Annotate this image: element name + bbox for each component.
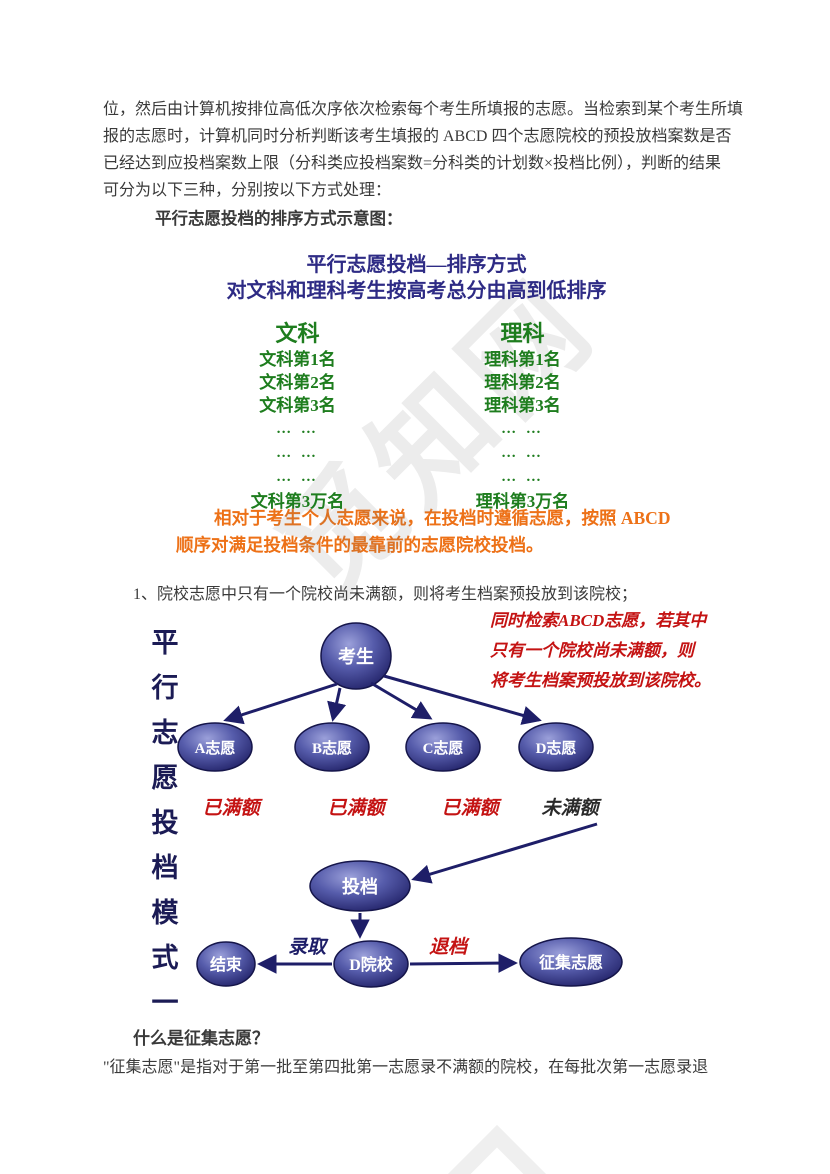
like-rank-1: 理科第1名 xyxy=(484,350,561,369)
intro-line-1: 位，然后由计算机按排位高低次序依次检索每个考生所填报的志愿。当检索到某个考生所填 xyxy=(103,101,744,118)
red-annotation-line-2: 只有一个院校尚未满额，则 xyxy=(490,641,694,660)
node-a-label: A志愿 xyxy=(195,739,236,757)
label-full-b: 已满额 xyxy=(327,797,388,819)
vertical-char-1: 平 xyxy=(151,628,179,658)
wenke-rank-last: 文科第3万名 xyxy=(250,492,345,511)
node-d-zhiyuan: D志愿 xyxy=(518,722,594,772)
node-a-zhiyuan: A志愿 xyxy=(177,722,253,772)
node-d-label: D志愿 xyxy=(536,739,577,757)
item-1-text: 1、院校志愿中只有一个院校尚未满额，则将考生档案预投放到该院校； xyxy=(133,586,638,603)
vertical-char-3: 志 xyxy=(151,718,179,748)
label-full-c: 已满额 xyxy=(441,797,502,819)
column-like: 理科 理科第1名 理科第2名 理科第3名 … … … … … … 理科第3万名 xyxy=(405,320,640,513)
like-rank-3: 理科第3名 xyxy=(484,396,561,415)
wenke-rank-1: 文科第1名 xyxy=(259,350,336,369)
label-luqu: 录取 xyxy=(288,937,329,958)
node-zhengji-zhiyuan: 征集志愿 xyxy=(519,937,623,987)
node-jieshu: 结束 xyxy=(196,941,256,987)
node-c-zhiyuan: C志愿 xyxy=(405,722,481,772)
red-annotation-line-1: 同时检索ABCD志愿，若其中 xyxy=(490,611,707,630)
node-kaosheng: 考生 xyxy=(320,622,392,690)
edge-dyuanxiao-zhengji xyxy=(409,953,518,973)
sort-diagram-note: 相对于考生个人志愿来说，在投档时遵循志愿，按照 ABCD 顺序对满足投档条件的最… xyxy=(176,505,670,559)
like-header: 理科 xyxy=(500,321,545,346)
like-ellipsis-1: … … xyxy=(501,421,544,437)
sort-diagram-title-2: 对文科和理科考生按高考总分由高到低排序 xyxy=(226,280,607,302)
wenke-ellipsis-3: … … xyxy=(276,469,319,485)
column-wenke: 文科 文科第1名 文科第2名 文科第3名 … … … … … … 文科第3万名 xyxy=(180,320,415,513)
node-toudang-label: 投档 xyxy=(342,876,378,897)
red-annotation-line-3: 将考生档案预投放到该院校。 xyxy=(490,671,711,690)
sort-diagram-caption: 平行志愿投档的排序方式示意图： xyxy=(155,209,403,228)
node-zhengji-label: 征集志愿 xyxy=(539,953,603,972)
red-annotation: 同时检索ABCD志愿，若其中 只有一个院校尚未满额，则 将考生档案预投放到该院校… xyxy=(490,606,711,696)
like-ellipsis-2: … … xyxy=(501,445,544,461)
sort-note-line-1: 相对于考生个人志愿来说，在投档时遵循志愿，按照 ABCD xyxy=(214,508,671,528)
like-rank-last: 理科第3万名 xyxy=(475,492,570,511)
vertical-char-9: 一 xyxy=(151,988,179,1018)
vertical-char-5: 投 xyxy=(151,808,179,838)
node-d-yuanxiao-label: D院校 xyxy=(349,955,394,974)
node-b-label: B志愿 xyxy=(312,739,352,757)
edge-kaosheng-c xyxy=(370,681,433,720)
edge-kaosheng-b xyxy=(327,687,347,722)
edge-kaosheng-a xyxy=(223,682,338,725)
wenke-ellipsis-2: … … xyxy=(276,445,319,461)
vertical-char-8: 式 xyxy=(151,943,179,973)
wenke-rank-2: 文科第2名 xyxy=(259,373,336,392)
edge-kaosheng-d xyxy=(383,674,542,725)
flow-edges xyxy=(223,674,598,974)
wenke-ellipsis-1: … … xyxy=(276,421,319,437)
node-c-label: C志愿 xyxy=(423,739,464,757)
node-d-yuanxiao: D院校 xyxy=(333,940,409,988)
node-jieshu-label: 结束 xyxy=(209,955,243,974)
footer-heading: 什么是征集志愿？ xyxy=(133,1029,269,1048)
vertical-char-6: 档 xyxy=(151,853,179,883)
sort-note-line-2: 顺序对满足投档条件的最靠前的志愿院校投档。 xyxy=(176,535,544,555)
node-toudang: 投档 xyxy=(309,860,411,912)
wenke-header: 文科 xyxy=(275,321,320,346)
sort-diagram-title-1: 平行志愿投档—排序方式 xyxy=(306,254,527,276)
intro-line-4: 可分为以下三种，分别按以下方式处理： xyxy=(103,182,392,199)
intro-line-3: 已经达到应投档案数上限（分科类应投档案数=分科类的计划数×投档比例），判断的结果 xyxy=(103,155,722,172)
vertical-char-4: 愿 xyxy=(151,763,179,793)
like-rank-2: 理科第2名 xyxy=(484,373,561,392)
vertical-char-7: 模 xyxy=(151,898,179,928)
label-full-a: 已满额 xyxy=(202,797,263,819)
label-tuidang: 退档 xyxy=(429,936,470,958)
like-ellipsis-3: … … xyxy=(501,469,544,485)
footer-paragraph: "征集志愿"是指对于第一批至第四批第一志愿录不满额的院校，在每批次第一志愿录退 xyxy=(103,1059,709,1076)
edge-notfull-toudang xyxy=(411,822,598,884)
flow-diagram-vertical-title: 平 行 志 愿 投 档 模 式 一 xyxy=(147,621,183,1026)
intro-line-2: 报的志愿时，计算机同时分析判断该考生填报的 ABCD 四个志愿院校的预投放档案数… xyxy=(103,128,732,145)
wenke-rank-3: 文科第3名 xyxy=(259,396,336,415)
label-notfull-d: 未满额 xyxy=(541,797,602,819)
node-kaosheng-label: 考生 xyxy=(338,646,374,667)
vertical-char-2: 行 xyxy=(151,673,179,703)
node-b-zhiyuan: B志愿 xyxy=(294,722,370,772)
